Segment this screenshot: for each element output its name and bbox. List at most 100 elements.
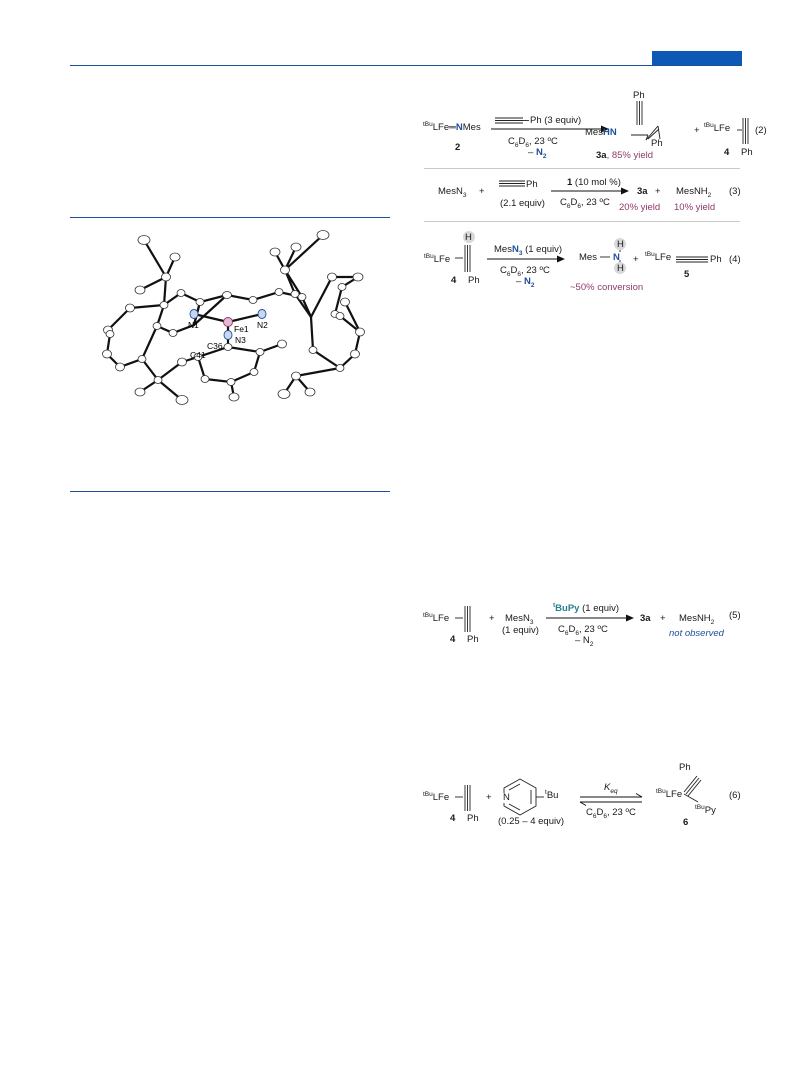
reactant-4-eq6-ph: Ph [467, 813, 479, 824]
product-5-alkyne [676, 256, 708, 263]
pyridine-equiv: (0.25 – 4 equiv) [498, 816, 565, 827]
product-ph-side: Ph [651, 138, 663, 149]
pyridine-tbu: tBu [545, 788, 559, 801]
compound-id-5: 5 [684, 269, 690, 280]
arrow-top-5: tBuPy (1 equiv) [553, 601, 620, 614]
catalyst-3: 1 (10 mol %) [567, 177, 621, 188]
equation-number-6: (6) [729, 790, 741, 801]
reactant-4-eq6-alkyne [455, 785, 471, 811]
mesnh2-skeleton [600, 238, 626, 274]
atom-label-fe1: Fe1 [234, 324, 249, 334]
reagent-equiv-3: (2.1 equiv) [500, 198, 545, 209]
product-mesnh2-5: MesNH2 [679, 613, 715, 626]
arrow-loss-4: – N2 [516, 276, 535, 289]
compound-id-6: 6 [683, 817, 689, 828]
atom-label-n3: N3 [235, 335, 246, 345]
arrow-conditions-2: C6D6, 23 ºC [508, 136, 558, 149]
reactant-4-eq5: tBuLFe [423, 611, 450, 624]
reaction-arrow-4 [487, 255, 565, 263]
equation-number-2: (2) [755, 125, 767, 136]
product-mesnh2-3: MesNH2 [676, 186, 712, 199]
reaction-arrow-2 [491, 125, 609, 133]
reactant-4-eq5-ph: Ph [467, 634, 479, 645]
divider-3-4 [424, 221, 740, 222]
product-6-ph: Ph [679, 762, 691, 773]
reagent-equiv-5: (1 equiv) [502, 625, 539, 636]
product-3a-eq3: 3a [637, 186, 648, 197]
compound-id-4-eq4: 4 [451, 275, 457, 286]
pyridine-ring [503, 778, 544, 816]
product-5: tBuLFe [645, 250, 672, 263]
header-rule [70, 65, 742, 66]
arrow-loss-5: – N2 [575, 635, 594, 648]
equation-number-5: (5) [729, 610, 741, 621]
hydrogen-4b: H [617, 263, 624, 274]
reagent-mesn3-5: MesN3 [505, 613, 534, 626]
pyridine-n: N [502, 792, 511, 803]
equation-number-3: (3) [729, 186, 741, 197]
compound-id-4-eq6: 4 [450, 813, 456, 824]
atom-label-n2: N2 [257, 320, 268, 330]
equilibrium-arrows [579, 793, 643, 806]
side-product-alkyne [737, 118, 749, 144]
note-not-observed: not observed [669, 628, 724, 639]
equilibrium-constant: Keq [604, 782, 618, 795]
arrow-conditions-3: C6D6, 23 ºC [560, 197, 610, 210]
arrow-conditions-5: C6D6, 23 ºC [558, 624, 608, 637]
reactant-4-ph: Ph [468, 275, 480, 286]
plus-5b: + [660, 613, 666, 624]
conversion-4: ~50% conversion [570, 282, 644, 293]
arrow-top-2: Ph (3 equiv) [530, 115, 582, 126]
compound-id-4: 4 [724, 147, 730, 158]
nitrogen-4: N [613, 252, 620, 263]
arrow-conditions-6: C6D6, 23 ºC [586, 807, 636, 820]
reactant-4-eq5-alkyne [455, 606, 471, 632]
alkyne-reagent-3 [499, 180, 525, 187]
product-6-fe: tBuLFe [656, 787, 683, 800]
atom-label-n1: N1 [188, 320, 199, 330]
equation-number-4: (4) [729, 254, 741, 265]
product-ph-top: Ph [633, 90, 645, 101]
reactant-4-h: H [465, 232, 472, 243]
plus-5a: + [489, 613, 495, 624]
compound-id-2: 2 [455, 142, 461, 153]
reactant-4-alkyne [455, 231, 475, 272]
plus-3a: + [479, 186, 485, 197]
hydrogen-4a: H [617, 239, 624, 250]
mes-group-4: Mes [579, 252, 597, 263]
product-3a-yield: 3a, 85% yield [596, 150, 654, 161]
product-6-py: tBuPy [695, 803, 716, 816]
journal-tag [652, 51, 742, 65]
arrow-top-4: MesN3 (1 equiv) [494, 244, 563, 257]
side-product-ph: Ph [741, 147, 753, 158]
reactant-4-eq6: tBuLFe [423, 790, 450, 803]
plus-4: + [633, 254, 639, 265]
atom-label-c36: C36 [207, 341, 223, 351]
compound-id-4-eq5: 4 [450, 634, 456, 645]
arrow-loss-2: – N2 [528, 147, 547, 160]
plus-2: + [694, 125, 700, 136]
product-6-alkyne [683, 775, 702, 803]
yield-3a: 20% yield [619, 202, 661, 213]
plus-6: + [486, 792, 492, 803]
figure-bottom-rule [70, 491, 390, 492]
enyne-skeleton [631, 101, 661, 141]
reaction-arrow-5 [546, 614, 634, 622]
product-3a-eq5: 3a [640, 613, 651, 624]
arrow-conditions-4: C6D6, 23 ºC [500, 265, 550, 278]
reactant-4: tBuLFe [424, 252, 451, 265]
product-5-ph: Ph [710, 254, 722, 265]
figure-top-rule [70, 217, 390, 218]
product-3a: MesHN [585, 127, 617, 138]
ortep-structure: N1 N2 Fe1 N3 C36 C41 [102, 230, 365, 405]
reactant-2: tBuLFe═NMes [423, 120, 481, 133]
yield-mesnh2: 10% yield [674, 202, 716, 213]
reagent-ph-3: Ph [526, 179, 538, 190]
atom-label-c41: C41 [190, 350, 206, 360]
reaction-arrow-3 [551, 187, 629, 195]
alkyne-reagent-2 [495, 117, 529, 124]
divider-2-3 [424, 168, 740, 169]
reactant-mesn3: MesN3 [438, 186, 467, 199]
plus-3b: + [655, 186, 661, 197]
side-product-4: tBuLFe [704, 121, 731, 134]
